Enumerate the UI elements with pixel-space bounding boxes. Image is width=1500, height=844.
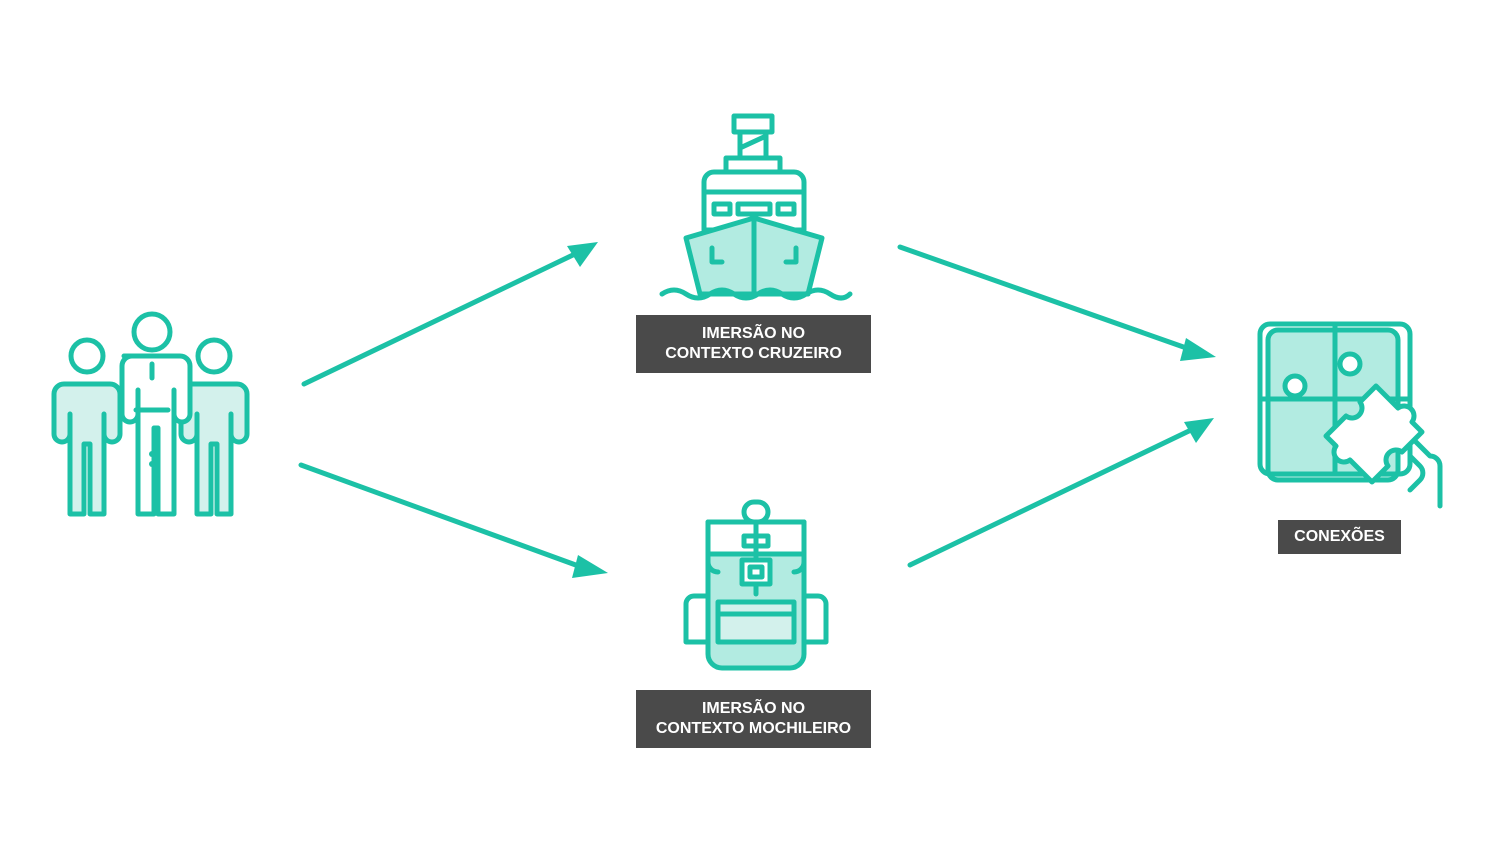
backpack-icon [683, 499, 829, 671]
label-cruise-line2: CONTEXTO CRUZEIRO [665, 345, 842, 362]
label-cruise-context: IMERSÃO NO CONTEXTO CRUZEIRO [636, 315, 871, 373]
arrow-cruise-to-connections [897, 244, 1216, 361]
arrow-people-to-backpacker [298, 462, 608, 578]
label-backpacker-line2: CONTEXTO MOCHILEIRO [655, 720, 852, 737]
people-group-icon [51, 311, 250, 517]
label-cruise-line1: IMERSÃO NO [701, 325, 806, 342]
puzzle-icon [1257, 321, 1443, 509]
label-backpacker-context: IMERSÃO NO CONTEXTO MOCHILEIRO [636, 690, 871, 748]
arrow-backpacker-to-connections [907, 418, 1214, 568]
arrow-people-to-cruise [301, 242, 598, 387]
label-connections-text: CONEXÕES [1294, 528, 1385, 545]
ship-icon [659, 113, 853, 301]
label-connections: CONEXÕES [1278, 520, 1401, 554]
label-backpacker-line1: IMERSÃO NO [701, 700, 806, 717]
